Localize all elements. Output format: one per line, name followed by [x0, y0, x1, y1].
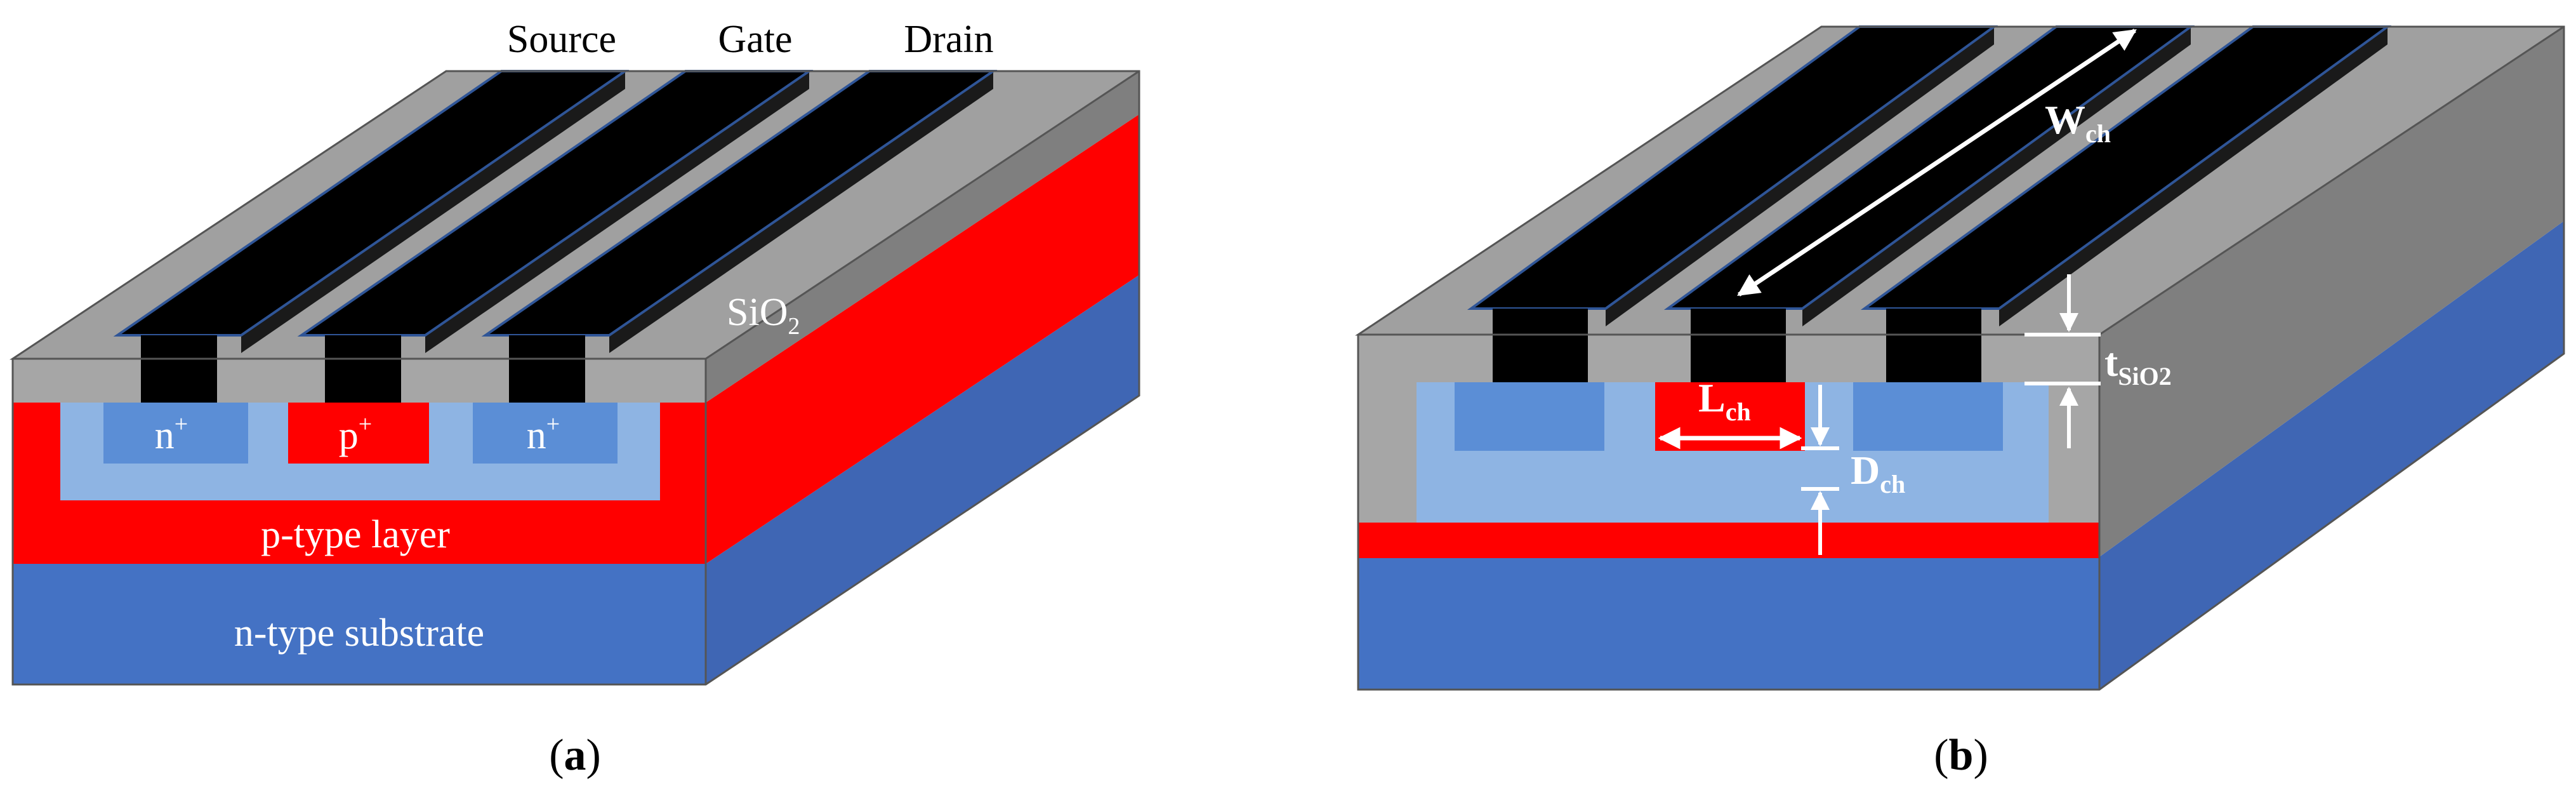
- a-oxide-side: [706, 71, 1139, 403]
- figure-a: Source Gate Drain SiO2 n+ p+ n+ p-type l…: [10, 18, 1140, 780]
- b-caption: (b): [1934, 731, 1988, 780]
- b-p-layer: [1358, 523, 2099, 558]
- a-label-p-layer: p-type layer: [261, 513, 450, 556]
- a-substrate-front: [13, 564, 706, 684]
- a-n-plus-right: [473, 403, 618, 464]
- b-n-plus-left: [1455, 382, 1604, 451]
- b-oxide-side: [2099, 27, 2564, 557]
- b-label-oxide-thickness: tSiO2: [2104, 340, 2172, 391]
- a-label-oxide: SiO2: [727, 291, 800, 340]
- a-electrode-gate: [297, 70, 814, 403]
- b-substrate-front: [1358, 557, 2099, 690]
- b-outline: [1355, 25, 2565, 691]
- a-label-p-plus: p+: [339, 411, 372, 457]
- b-n-plus-right: [1853, 382, 2003, 451]
- b-label-depth: Dch: [1851, 448, 1905, 498]
- a-label-n-plus-left: n+: [155, 411, 188, 457]
- a-label-gate: Gate: [718, 18, 792, 61]
- a-label-substrate: n-type substrate: [234, 611, 484, 655]
- a-substrate-side: [706, 275, 1139, 684]
- a-electrode-drain: [481, 70, 998, 403]
- a-p-layer-side: [706, 114, 1139, 564]
- a-label-source: Source: [507, 18, 616, 61]
- b-label-width: Wch: [2045, 97, 2111, 148]
- a-label-n-plus-right: n+: [527, 411, 560, 457]
- a-electrode-source: [113, 70, 630, 403]
- a-caption: (a): [549, 731, 601, 780]
- b-width-arrow: [1737, 29, 2137, 297]
- a-outline: [10, 70, 1140, 686]
- b-label-length: Lch: [1698, 375, 1751, 426]
- a-p-plus-center: [288, 403, 429, 464]
- a-n-plus-left: [103, 403, 248, 464]
- b-substrate-side: [2099, 221, 2564, 690]
- figure-b: Wch Lch Dch tSiO2 (b): [1355, 25, 2565, 780]
- a-label-drain: Drain: [904, 18, 993, 61]
